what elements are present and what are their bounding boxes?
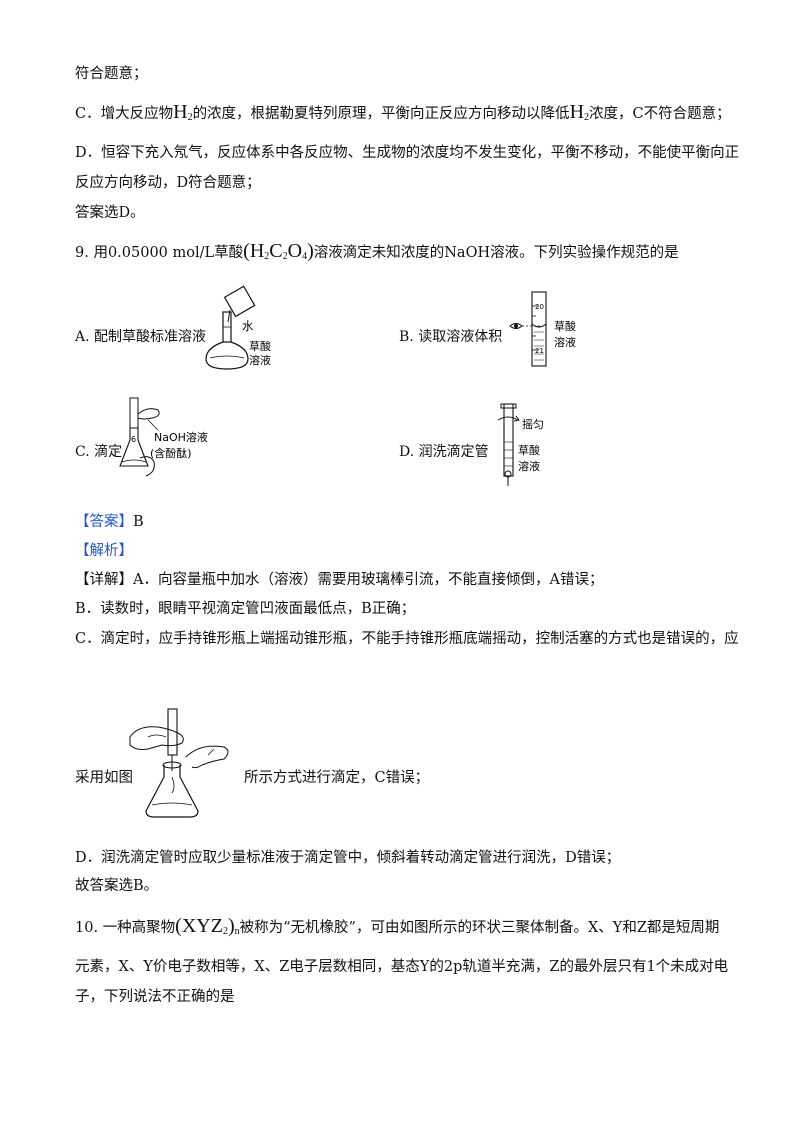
label-acid: 草酸 [554, 319, 576, 333]
text-line: 反应方向移动，D符合题意； [75, 175, 261, 191]
question-9-stem: 9. 用0.05000 mol/L草酸(H2C2O4)溶液滴定未知浓度的NaOH… [75, 240, 679, 262]
detail-line: C．滴定时，应手持锥形瓶上端摇动锥形瓶，不能手持锥形瓶底端摇动，控制活塞的方式也… [75, 631, 739, 647]
formula-polymer: (XYZ2)n [175, 915, 240, 937]
text-line: D．恒容下充入氖气，反应体系中各反应物、生成物的浓度均不发生变化，平衡不移动，不… [75, 145, 740, 161]
label-acid: 草酸 [249, 339, 271, 353]
label-phenolphthalein: (含酚酞) [150, 446, 192, 460]
detail-line: 采用如图 [75, 770, 133, 786]
detail-line: 故答案选B。 [75, 878, 159, 894]
label-solution: 溶液 [249, 353, 271, 367]
text-line: C．增大反应物H2的浓度，根据勒夏特列原理，平衡向正反应方向移动以降低H2浓度，… [75, 101, 731, 123]
text-line: 答案选D。 [75, 205, 145, 221]
detail-line: 所示方式进行滴定，C错误； [244, 770, 430, 786]
titration-hand-figure [129, 708, 229, 818]
option-d-label: D. 润洗滴定管 [399, 444, 489, 460]
label-shake: 摇匀 [522, 417, 544, 431]
label-acid: 草酸 [518, 443, 540, 457]
option-c-label: C. 滴定 [75, 444, 123, 460]
question-10-text: 子，下列说法不正确的是 [75, 989, 235, 1005]
option-a-label: A. 配制草酸标准溶液 [75, 329, 207, 345]
label-solution: 溶液 [554, 335, 576, 349]
analysis-tag: 【解析】 [75, 543, 133, 559]
question-10-text: 元素，X、Y价电子数相等，X、Z电子层数相同，基态Y的2p轨道半充满，Z的最外层… [75, 959, 729, 975]
label-naoh: NaOH溶液 [154, 430, 208, 444]
answer-line: 【答案】B [75, 512, 144, 532]
formula-oxalic-acid: (H2C2O4) [243, 240, 314, 262]
label-solution: 溶液 [518, 459, 540, 473]
tick-21: 21 [535, 347, 544, 355]
option-d-figure: 摇匀 草酸 溶液 [497, 403, 544, 486]
option-c-figure: 6 NaOH溶液 (含酚酞) [119, 397, 208, 477]
formula-h2: H2 [569, 101, 590, 123]
answer-value: B [133, 514, 144, 530]
text-line: 符合题意； [75, 66, 148, 82]
label-water: 水 [242, 319, 254, 333]
option-b-label: B. 读取溶液体积 [399, 329, 503, 345]
answer-tag: 【答案】 [75, 514, 133, 530]
detail-line: B．读数时，眼睛平视滴定管凹液面最低点，B正确； [75, 601, 416, 617]
option-a-figure: 水 草酸 溶液 [205, 285, 271, 370]
question-10-stem: 10. 一种高聚物(XYZ2)n被称为“无机橡胶”，可由如图所示的环状三聚体制备… [75, 915, 720, 937]
detail-line: D．润洗滴定管时应取少量标准液于滴定管中，倾斜着转动滴定管进行润洗，D错误； [75, 850, 621, 866]
tick-6: 6 [131, 435, 136, 444]
detail-line: 【详解】A．向容量瓶中加水（溶液）需要用玻璃棒引流，不能直接倾倒，A错误； [75, 572, 604, 588]
option-b-figure: 20 21 草酸 溶液 [509, 291, 576, 367]
formula-h2: H2 [173, 101, 193, 123]
tick-20: 20 [535, 303, 544, 311]
